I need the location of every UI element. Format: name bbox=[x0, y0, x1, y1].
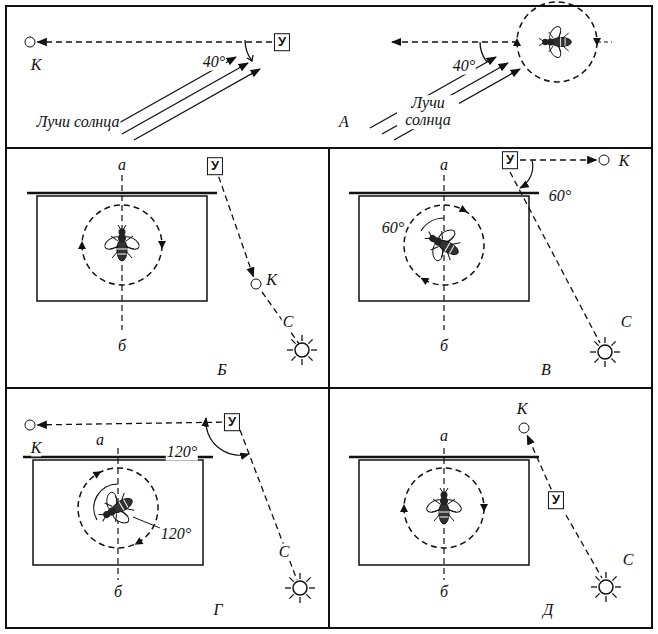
figure-label: б bbox=[439, 584, 449, 601]
feeder-dot: К bbox=[599, 155, 610, 166]
figure-label: В bbox=[540, 362, 552, 379]
figure-label: 120° bbox=[166, 444, 198, 461]
figure-label: 60° bbox=[548, 188, 572, 205]
hive-box: У bbox=[548, 491, 564, 509]
figure-label: 40° bbox=[452, 58, 476, 75]
flight-path bbox=[520, 159, 596, 160]
hive-box: У bbox=[502, 151, 518, 169]
flight-path bbox=[37, 422, 221, 425]
hive-letter: У bbox=[506, 152, 514, 167]
figure-label: б bbox=[439, 338, 449, 355]
hive-letter: У bbox=[552, 492, 560, 507]
figure-label: Лучи солнца bbox=[397, 95, 459, 129]
figure-label: а bbox=[439, 157, 449, 174]
flight-path bbox=[527, 435, 551, 489]
hive-letter: У bbox=[278, 34, 286, 49]
feeder-dot: К bbox=[25, 37, 36, 48]
feeder-dot: К bbox=[251, 279, 262, 290]
figure-label: а bbox=[117, 157, 127, 174]
figure-label: 60° bbox=[381, 220, 405, 237]
figure-label: С bbox=[620, 314, 633, 331]
hive-box: У bbox=[224, 413, 240, 431]
figure-label: б bbox=[113, 584, 123, 601]
figure-label: С bbox=[278, 544, 291, 561]
figure-label: б bbox=[117, 338, 127, 355]
feeder-letter: К bbox=[31, 55, 42, 73]
hive-letter: У bbox=[228, 414, 236, 429]
figure-label: С bbox=[282, 314, 295, 331]
feeder-letter: К bbox=[266, 271, 277, 289]
flight-path bbox=[219, 177, 254, 277]
hive-box: У bbox=[207, 157, 223, 175]
feeder-letter: К bbox=[619, 151, 630, 169]
feeder-dot: К bbox=[25, 420, 36, 431]
figure-label: 120° bbox=[160, 526, 192, 543]
figure-label: С bbox=[622, 552, 635, 569]
figure-label: а bbox=[95, 432, 105, 449]
hive-letter: У bbox=[211, 158, 219, 173]
feeder-letter: К bbox=[517, 399, 528, 417]
figure-label: Б bbox=[216, 362, 227, 379]
figure-label: 40° bbox=[202, 54, 226, 71]
figure-label: а bbox=[439, 428, 449, 445]
figure-label: Г bbox=[212, 602, 223, 619]
figure-label: А bbox=[338, 114, 350, 131]
feeder-letter: К bbox=[31, 438, 42, 456]
figure-label: Д bbox=[542, 602, 554, 619]
figure-label: Лучи солнца bbox=[36, 114, 121, 131]
flight-path bbox=[38, 41, 272, 42]
feeder-dot: К bbox=[519, 423, 530, 434]
hive-box: У bbox=[274, 33, 290, 51]
